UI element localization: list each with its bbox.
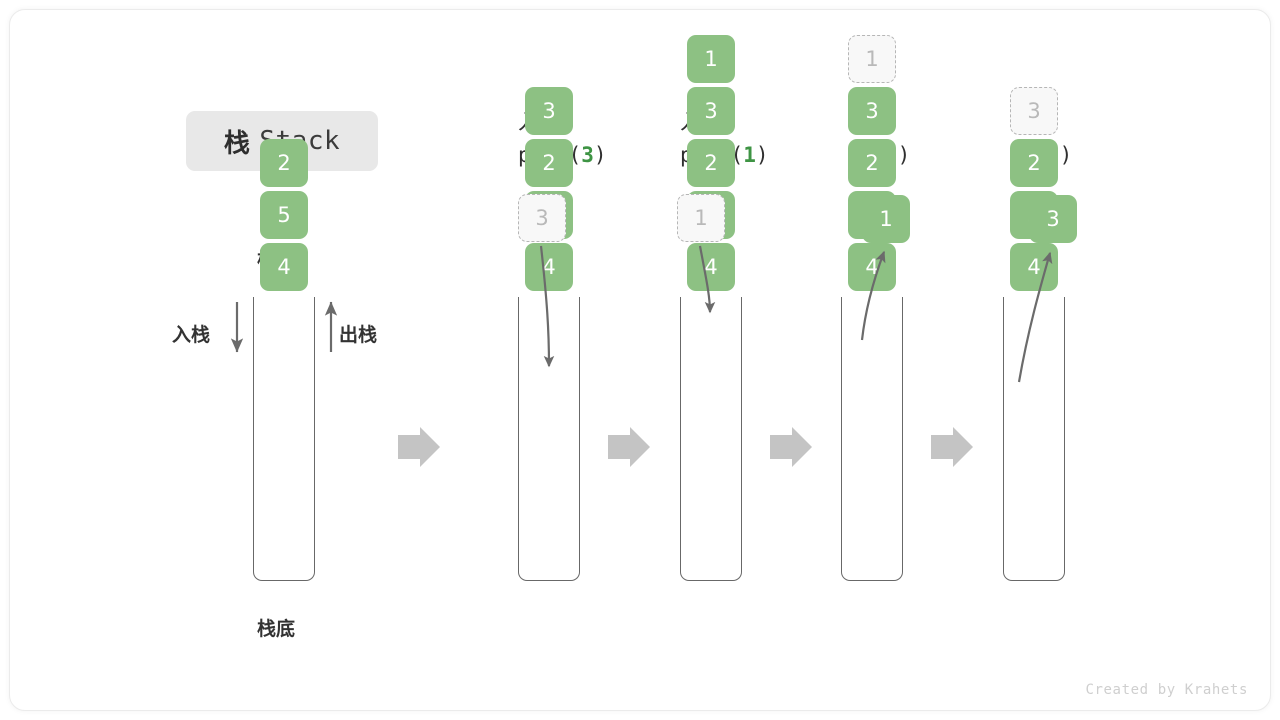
stack-cell: 3 — [687, 87, 735, 135]
stack-cell: 1 — [687, 35, 735, 83]
incoming-cell-3: 3 — [518, 194, 566, 242]
popped-cell-3: 3 — [1029, 195, 1077, 243]
stack-cell: 2 — [687, 139, 735, 187]
pop-side-label: 出栈 — [339, 325, 378, 346]
stack-cell: 5 — [260, 191, 308, 239]
stack-cells: 4523 — [1010, 83, 1058, 291]
stack-cell: 2 — [1010, 139, 1058, 187]
push-side-label: 入栈 — [172, 325, 211, 346]
stack-cell: 4 — [260, 243, 308, 291]
stack-cell-ghost: 1 — [848, 35, 896, 83]
stack-cell: 4 — [848, 243, 896, 291]
stack-tube — [518, 297, 580, 581]
stack-tube — [253, 297, 315, 581]
stack-cell: 2 — [260, 139, 308, 187]
code-arg: 1 — [743, 143, 756, 167]
stack-cell: 3 — [525, 87, 573, 135]
stack-cell: 2 — [848, 139, 896, 187]
stack-tube — [680, 297, 742, 581]
stack-tube — [841, 297, 903, 581]
stack-cell: 4 — [1010, 243, 1058, 291]
title-cn: 栈 — [223, 127, 251, 158]
stack-cell: 2 — [525, 139, 573, 187]
stack-cell: 3 — [848, 87, 896, 135]
stack-cells: 45231 — [687, 31, 735, 291]
stack-cell-ghost: 3 — [1010, 87, 1058, 135]
stack-cell: 4 — [525, 243, 573, 291]
stack-cells: 4523 — [525, 83, 573, 291]
code-suffix: ) — [593, 143, 607, 167]
stack-cell: 4 — [687, 243, 735, 291]
stack-bottom-label: 栈底 — [257, 619, 296, 640]
incoming-cell-1: 1 — [677, 194, 725, 242]
code-suffix: ) — [897, 143, 911, 167]
stack-cells: 45231 — [848, 31, 896, 291]
code-arg: 3 — [581, 143, 594, 167]
footer-credit: Created by Krahets — [1085, 682, 1248, 698]
code-suffix: ) — [1059, 143, 1073, 167]
popped-cell-1: 1 — [862, 195, 910, 243]
stack-tube — [1003, 297, 1065, 581]
code-suffix: ) — [755, 143, 769, 167]
